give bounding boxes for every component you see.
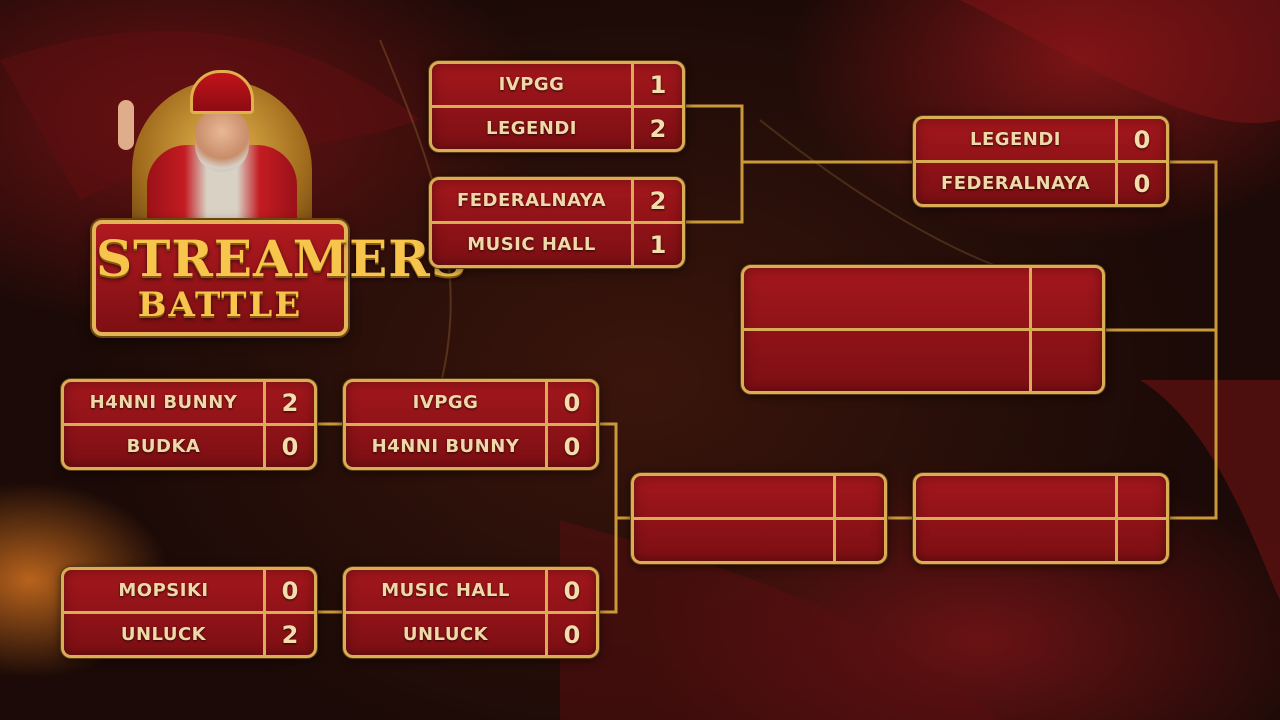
- team-name: [916, 476, 1115, 517]
- team-score: 0: [545, 382, 596, 423]
- match-row: FEDERALNAYA 0: [916, 160, 1166, 204]
- upper-quarterfinal-1: IVPGG 1 LEGENDI 2: [429, 61, 685, 152]
- lower-round2-b: MUSIC HALL 0 UNLUCK 0: [343, 567, 599, 658]
- team-score: [1115, 476, 1166, 517]
- match-row: FEDERALNAYA 2: [432, 180, 682, 221]
- grand-final: [741, 265, 1105, 394]
- lower-round2-a: IVPGG 0 H4NNI BUNNY 0: [343, 379, 599, 470]
- team-name: H4NNI BUNNY: [89, 392, 238, 413]
- lower-round1-b: MOPSIKI 0 UNLUCK 2: [61, 567, 317, 658]
- match-row: UNLUCK 2: [64, 611, 314, 655]
- team-score: 2: [263, 614, 314, 655]
- team-name: [744, 268, 1029, 328]
- upper-semifinal: LEGENDI 0 FEDERALNAYA 0: [913, 116, 1169, 207]
- streamers-battle-logo: STREAMERS BATTLE: [92, 50, 468, 340]
- team-name: H4NNI BUNNY: [371, 436, 520, 457]
- team-score: 2: [631, 108, 682, 149]
- lower-round1-a: H4NNI BUNNY 2 BUDKA 0: [61, 379, 317, 470]
- team-name: [634, 520, 833, 561]
- match-row: LEGENDI 0: [916, 119, 1166, 160]
- team-score: 0: [545, 570, 596, 611]
- team-score: 0: [545, 614, 596, 655]
- team-score: 0: [1115, 119, 1166, 160]
- match-row: IVPGG 0: [346, 382, 596, 423]
- team-score: [1029, 331, 1102, 391]
- team-name: LEGENDI: [969, 129, 1062, 150]
- match-row: IVPGG 1: [432, 64, 682, 105]
- team-name: FEDERALNAYA: [940, 173, 1091, 194]
- upper-quarterfinal-2: FEDERALNAYA 2 MUSIC HALL 1: [429, 177, 685, 268]
- team-name: FEDERALNAYA: [456, 190, 607, 211]
- team-score: 1: [631, 224, 682, 265]
- team-name: [744, 331, 1029, 391]
- team-name: UNLUCK: [402, 624, 489, 645]
- match-row: [916, 476, 1166, 517]
- raised-hand-icon: [118, 100, 134, 150]
- team-score: [833, 520, 884, 561]
- team-score: 0: [263, 426, 314, 467]
- logo-line1: STREAMERS: [96, 229, 468, 288]
- team-score: 0: [263, 570, 314, 611]
- team-score: 0: [545, 426, 596, 467]
- team-score: 1: [631, 64, 682, 105]
- team-score: [1115, 520, 1166, 561]
- team-name: [916, 520, 1115, 561]
- lower-final: [913, 473, 1169, 564]
- team-score: 0: [1115, 163, 1166, 204]
- match-row: LEGENDI 2: [432, 105, 682, 149]
- team-name: MUSIC HALL: [381, 580, 510, 601]
- team-name: LEGENDI: [485, 118, 578, 139]
- match-row: MOPSIKI 0: [64, 570, 314, 611]
- team-name: MOPSIKI: [118, 580, 209, 601]
- match-row: H4NNI BUNNY 0: [346, 423, 596, 467]
- team-name: MUSIC HALL: [467, 234, 596, 255]
- team-score: [833, 476, 884, 517]
- match-row: UNLUCK 0: [346, 611, 596, 655]
- logo-line2: BATTLE: [137, 285, 303, 325]
- team-score: 2: [631, 180, 682, 221]
- lower-semifinal: [631, 473, 887, 564]
- match-row: [744, 328, 1102, 391]
- match-row: BUDKA 0: [64, 423, 314, 467]
- team-name: [634, 476, 833, 517]
- team-name: IVPGG: [412, 392, 479, 413]
- match-row: [744, 268, 1102, 328]
- match-row: [916, 517, 1166, 561]
- match-row: [634, 517, 884, 561]
- logo-plate: STREAMERS BATTLE: [92, 220, 468, 336]
- team-score: 2: [263, 382, 314, 423]
- team-score: [1029, 268, 1102, 328]
- match-row: H4NNI BUNNY 2: [64, 382, 314, 423]
- match-row: MUSIC HALL 0: [346, 570, 596, 611]
- team-name: IVPGG: [498, 74, 565, 95]
- king-face: [195, 110, 249, 172]
- crown-icon: [190, 70, 254, 114]
- match-row: MUSIC HALL 1: [432, 221, 682, 265]
- match-row: [634, 476, 884, 517]
- team-name: BUDKA: [126, 436, 201, 457]
- team-name: UNLUCK: [120, 624, 207, 645]
